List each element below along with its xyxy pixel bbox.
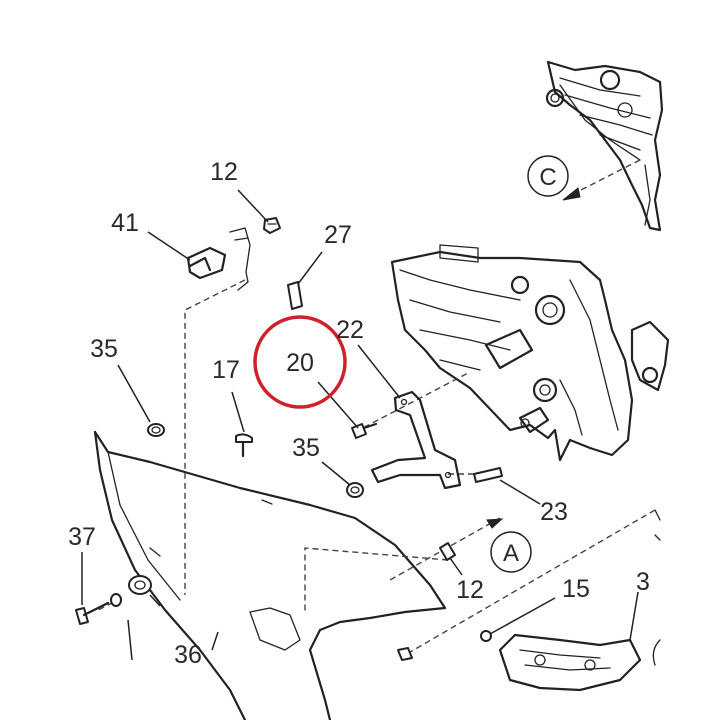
callout-27: 27 [324, 221, 352, 249]
callout-labels: 12 41 27 22 35 20 17 35 23 37 36 12 15 3 [68, 158, 650, 669]
bracket-3 [498, 633, 661, 692]
fairing-panel [93, 430, 447, 720]
bolt-20 [351, 422, 378, 439]
clip-41 [186, 227, 251, 291]
rivet-17 [235, 433, 253, 458]
highlight-ring [253, 315, 347, 409]
view-marker-label: A [503, 540, 519, 567]
grommet-35-left [147, 423, 165, 437]
callout-37: 37 [68, 523, 96, 551]
screw-37 [75, 601, 110, 625]
leader-lines [81, 189, 639, 661]
view-marker-a: A [486, 518, 532, 573]
pad-23 [473, 467, 503, 483]
view-marker-c: C [527, 155, 641, 201]
edge-parts-right [630, 320, 670, 541]
callout-12-top: 12 [210, 158, 238, 186]
grommet-15 [480, 630, 492, 642]
collar-36 [110, 575, 152, 607]
clip-bottom [397, 647, 413, 661]
callout-36: 36 [174, 641, 202, 669]
callout-17: 17 [212, 356, 240, 384]
callout-22: 22 [336, 316, 364, 344]
callout-3: 3 [636, 568, 650, 596]
frame-assembly-top-right [545, 60, 664, 232]
callout-41: 41 [111, 209, 139, 237]
pad-27 [287, 281, 303, 310]
view-marker-label: C [539, 164, 556, 191]
callout-35-left: 35 [90, 335, 118, 363]
bracket-assembly-center-right [390, 244, 634, 462]
bracket-22 [370, 390, 462, 490]
callout-20: 20 [286, 349, 314, 377]
callout-35-mid: 35 [292, 434, 320, 462]
callout-12-lower: 12 [456, 576, 484, 604]
callout-15: 15 [562, 575, 590, 603]
nut-12-lower [439, 542, 456, 561]
callout-23: 23 [540, 498, 568, 526]
grommet-35-mid [346, 482, 364, 498]
